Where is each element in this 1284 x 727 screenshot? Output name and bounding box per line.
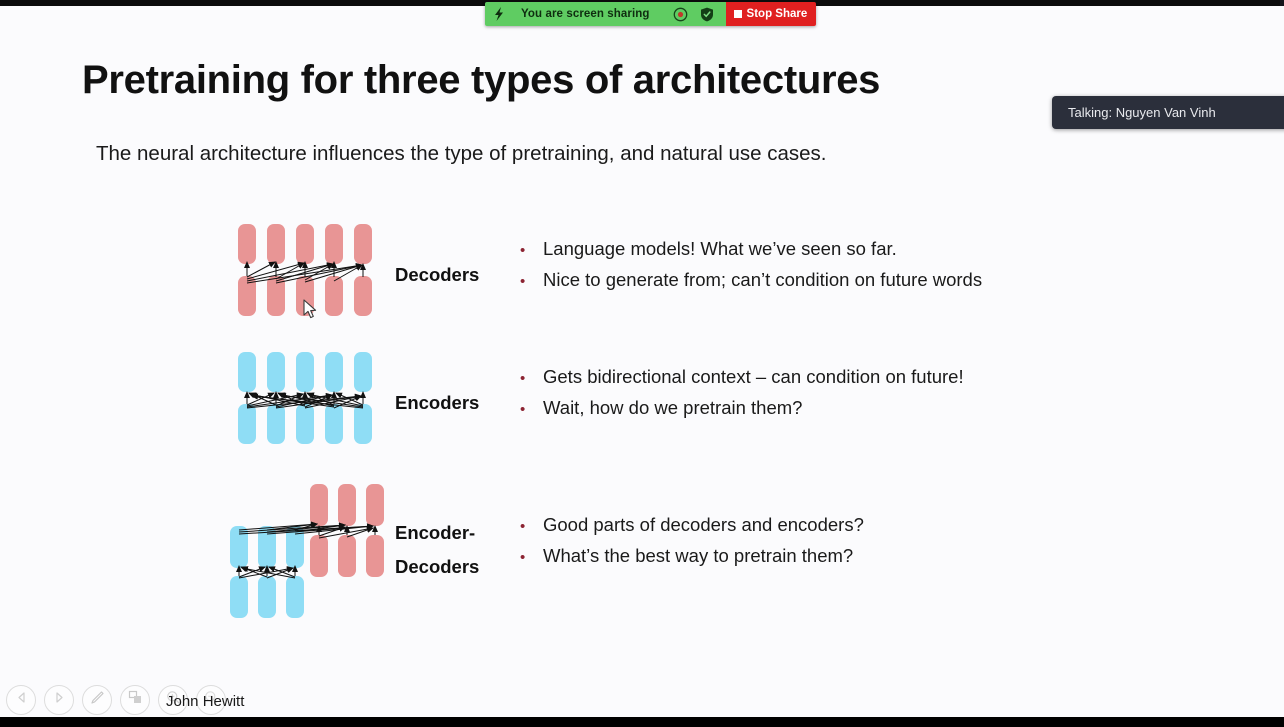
stop-square-icon: [733, 10, 742, 18]
bullet-dot-icon: •: [520, 518, 526, 535]
magnifier-plus-icon: [166, 690, 181, 710]
talking-indicator-text: Talking: Nguyen Van Vinh: [1068, 105, 1216, 120]
bullet-item: • Wait, how do we pretrain them?: [520, 397, 964, 419]
encdec-encoder-block-top-1: [230, 526, 248, 568]
share-status-group: You are screen sharing: [485, 2, 726, 26]
shield-icon[interactable]: [699, 6, 716, 23]
zoom-out-button[interactable]: [196, 685, 226, 715]
encdec-encoder-block-bottom-3: [286, 576, 304, 618]
bullet-text: Wait, how do we pretrain them?: [543, 397, 803, 418]
encdec-decoder-block-bottom-1: [310, 535, 328, 577]
decoder-block-bottom-4: [325, 276, 343, 316]
bullet-item: • What’s the best way to pretrain them?: [520, 545, 864, 567]
encdec-encoder-block-bottom-1: [230, 576, 248, 618]
encoder-block-top-3: [296, 352, 314, 392]
windows-icon: [128, 690, 143, 710]
encdec-encoder-block-top-2: [258, 526, 276, 568]
slide-thumbnails-button[interactable]: [120, 685, 150, 715]
decoder-block-top-5: [354, 224, 372, 264]
talking-indicator: Talking: Nguyen Van Vinh: [1052, 96, 1284, 129]
decoder-block-bottom-2: [267, 276, 285, 316]
bullet-item: • Language models! What we’ve seen so fa…: [520, 238, 982, 260]
encoder-block-top-5: [354, 352, 372, 392]
bullet-text: Nice to generate from; can’t condition o…: [543, 269, 983, 290]
encoder-block-bottom-2: [267, 404, 285, 444]
decoder-block-top-3: [296, 224, 314, 264]
encoder-block-top-1: [238, 352, 256, 392]
bullet-text: Gets bidirectional context – can conditi…: [543, 366, 964, 387]
encoder-decoders-label: Encoder- Decoders: [395, 516, 479, 584]
bullet-text: Good parts of decoders and encoders?: [543, 514, 864, 535]
slide-title: Pretraining for three types of architect…: [82, 58, 881, 102]
bullet-text: Language models! What we’ve seen so far.: [543, 238, 897, 259]
decoders-diagram: [238, 224, 378, 316]
bolt-icon: [493, 7, 505, 21]
encoder-block-bottom-3: [296, 404, 314, 444]
encdec-decoder-block-top-3: [366, 484, 384, 526]
encoder-decoders-label-line-1: Encoder-: [395, 522, 476, 543]
encoder-decoders-diagram: [230, 480, 390, 618]
zoom-in-button[interactable]: [158, 685, 188, 715]
encoders-label-text: Encoders: [395, 392, 480, 413]
decoder-block-bottom-5: [354, 276, 372, 316]
presenter-name-text: John Hewitt: [166, 692, 245, 710]
decoder-block-top-2: [267, 224, 285, 264]
decoder-block-bottom-1: [238, 276, 256, 316]
encoders-diagram: [238, 352, 378, 444]
encoder-decoders-bullets: • Good parts of decoders and encoders? •…: [520, 514, 864, 576]
bullet-dot-icon: •: [520, 549, 526, 566]
encoders-bullets: • Gets bidirectional context – can condi…: [520, 366, 964, 428]
presentation-slide: Pretraining for three types of architect…: [0, 6, 1284, 717]
annotation-toolbar: [6, 685, 226, 715]
bullet-dot-icon: •: [520, 273, 526, 290]
decoders-bullets: • Language models! What we’ve seen so fa…: [520, 238, 982, 300]
annotate-pen-button[interactable]: [82, 685, 112, 715]
encoder-attention-arrows: [244, 391, 366, 409]
encoder-block-bottom-4: [325, 404, 343, 444]
record-icon[interactable]: [672, 6, 689, 23]
stop-share-button[interactable]: Stop Share: [725, 2, 817, 26]
decoders-label: Decoders: [395, 258, 479, 292]
bullet-dot-icon: •: [520, 242, 526, 259]
triangle-left-icon: [15, 691, 28, 709]
bullet-item: • Gets bidirectional context – can condi…: [520, 366, 964, 388]
screen-share-toolbar: You are screen sharing Stop Share: [485, 2, 817, 26]
slide-subtitle: The neural architecture influences the t…: [96, 142, 827, 165]
encoder-block-bottom-1: [238, 404, 256, 444]
stop-share-label: Stop Share: [746, 8, 808, 20]
previous-slide-button[interactable]: [6, 685, 36, 715]
encoder-decoder-cross-attention-arrows: [236, 521, 378, 579]
decoders-label-text: Decoders: [395, 264, 480, 285]
encdec-decoder-block-top-1: [310, 484, 328, 526]
bullet-text: What’s the best way to pretrain them?: [543, 545, 854, 566]
next-slide-button[interactable]: [44, 685, 74, 715]
encoders-label: Encoders: [395, 386, 479, 420]
bottom-window-bar: [0, 717, 1284, 727]
encdec-encoder-block-top-3: [286, 526, 304, 568]
encoder-block-bottom-5: [354, 404, 372, 444]
encdec-decoder-block-top-2: [338, 484, 356, 526]
encoder-block-top-4: [325, 352, 343, 392]
decoder-attention-arrows: [244, 261, 366, 284]
encdec-decoder-block-bottom-2: [338, 535, 356, 577]
encoder-decoders-label-line-2: Decoders: [395, 556, 480, 578]
decoder-block-top-4: [325, 224, 343, 264]
encdec-encoder-block-bottom-2: [258, 576, 276, 618]
presenter-name: John Hewitt: [166, 687, 244, 715]
decoder-block-top-1: [238, 224, 256, 264]
bullet-item: • Good parts of decoders and encoders?: [520, 514, 864, 536]
encdec-decoder-block-bottom-3: [366, 535, 384, 577]
bullet-dot-icon: •: [520, 370, 526, 387]
triangle-right-icon: [53, 691, 66, 709]
bullet-dot-icon: •: [520, 401, 526, 418]
magnifier-minus-icon: [204, 690, 219, 710]
bullet-item: • Nice to generate from; can’t condition…: [520, 269, 982, 291]
encoder-block-top-2: [267, 352, 285, 392]
share-status-text: You are screen sharing: [521, 8, 650, 20]
pen-icon: [90, 690, 105, 710]
